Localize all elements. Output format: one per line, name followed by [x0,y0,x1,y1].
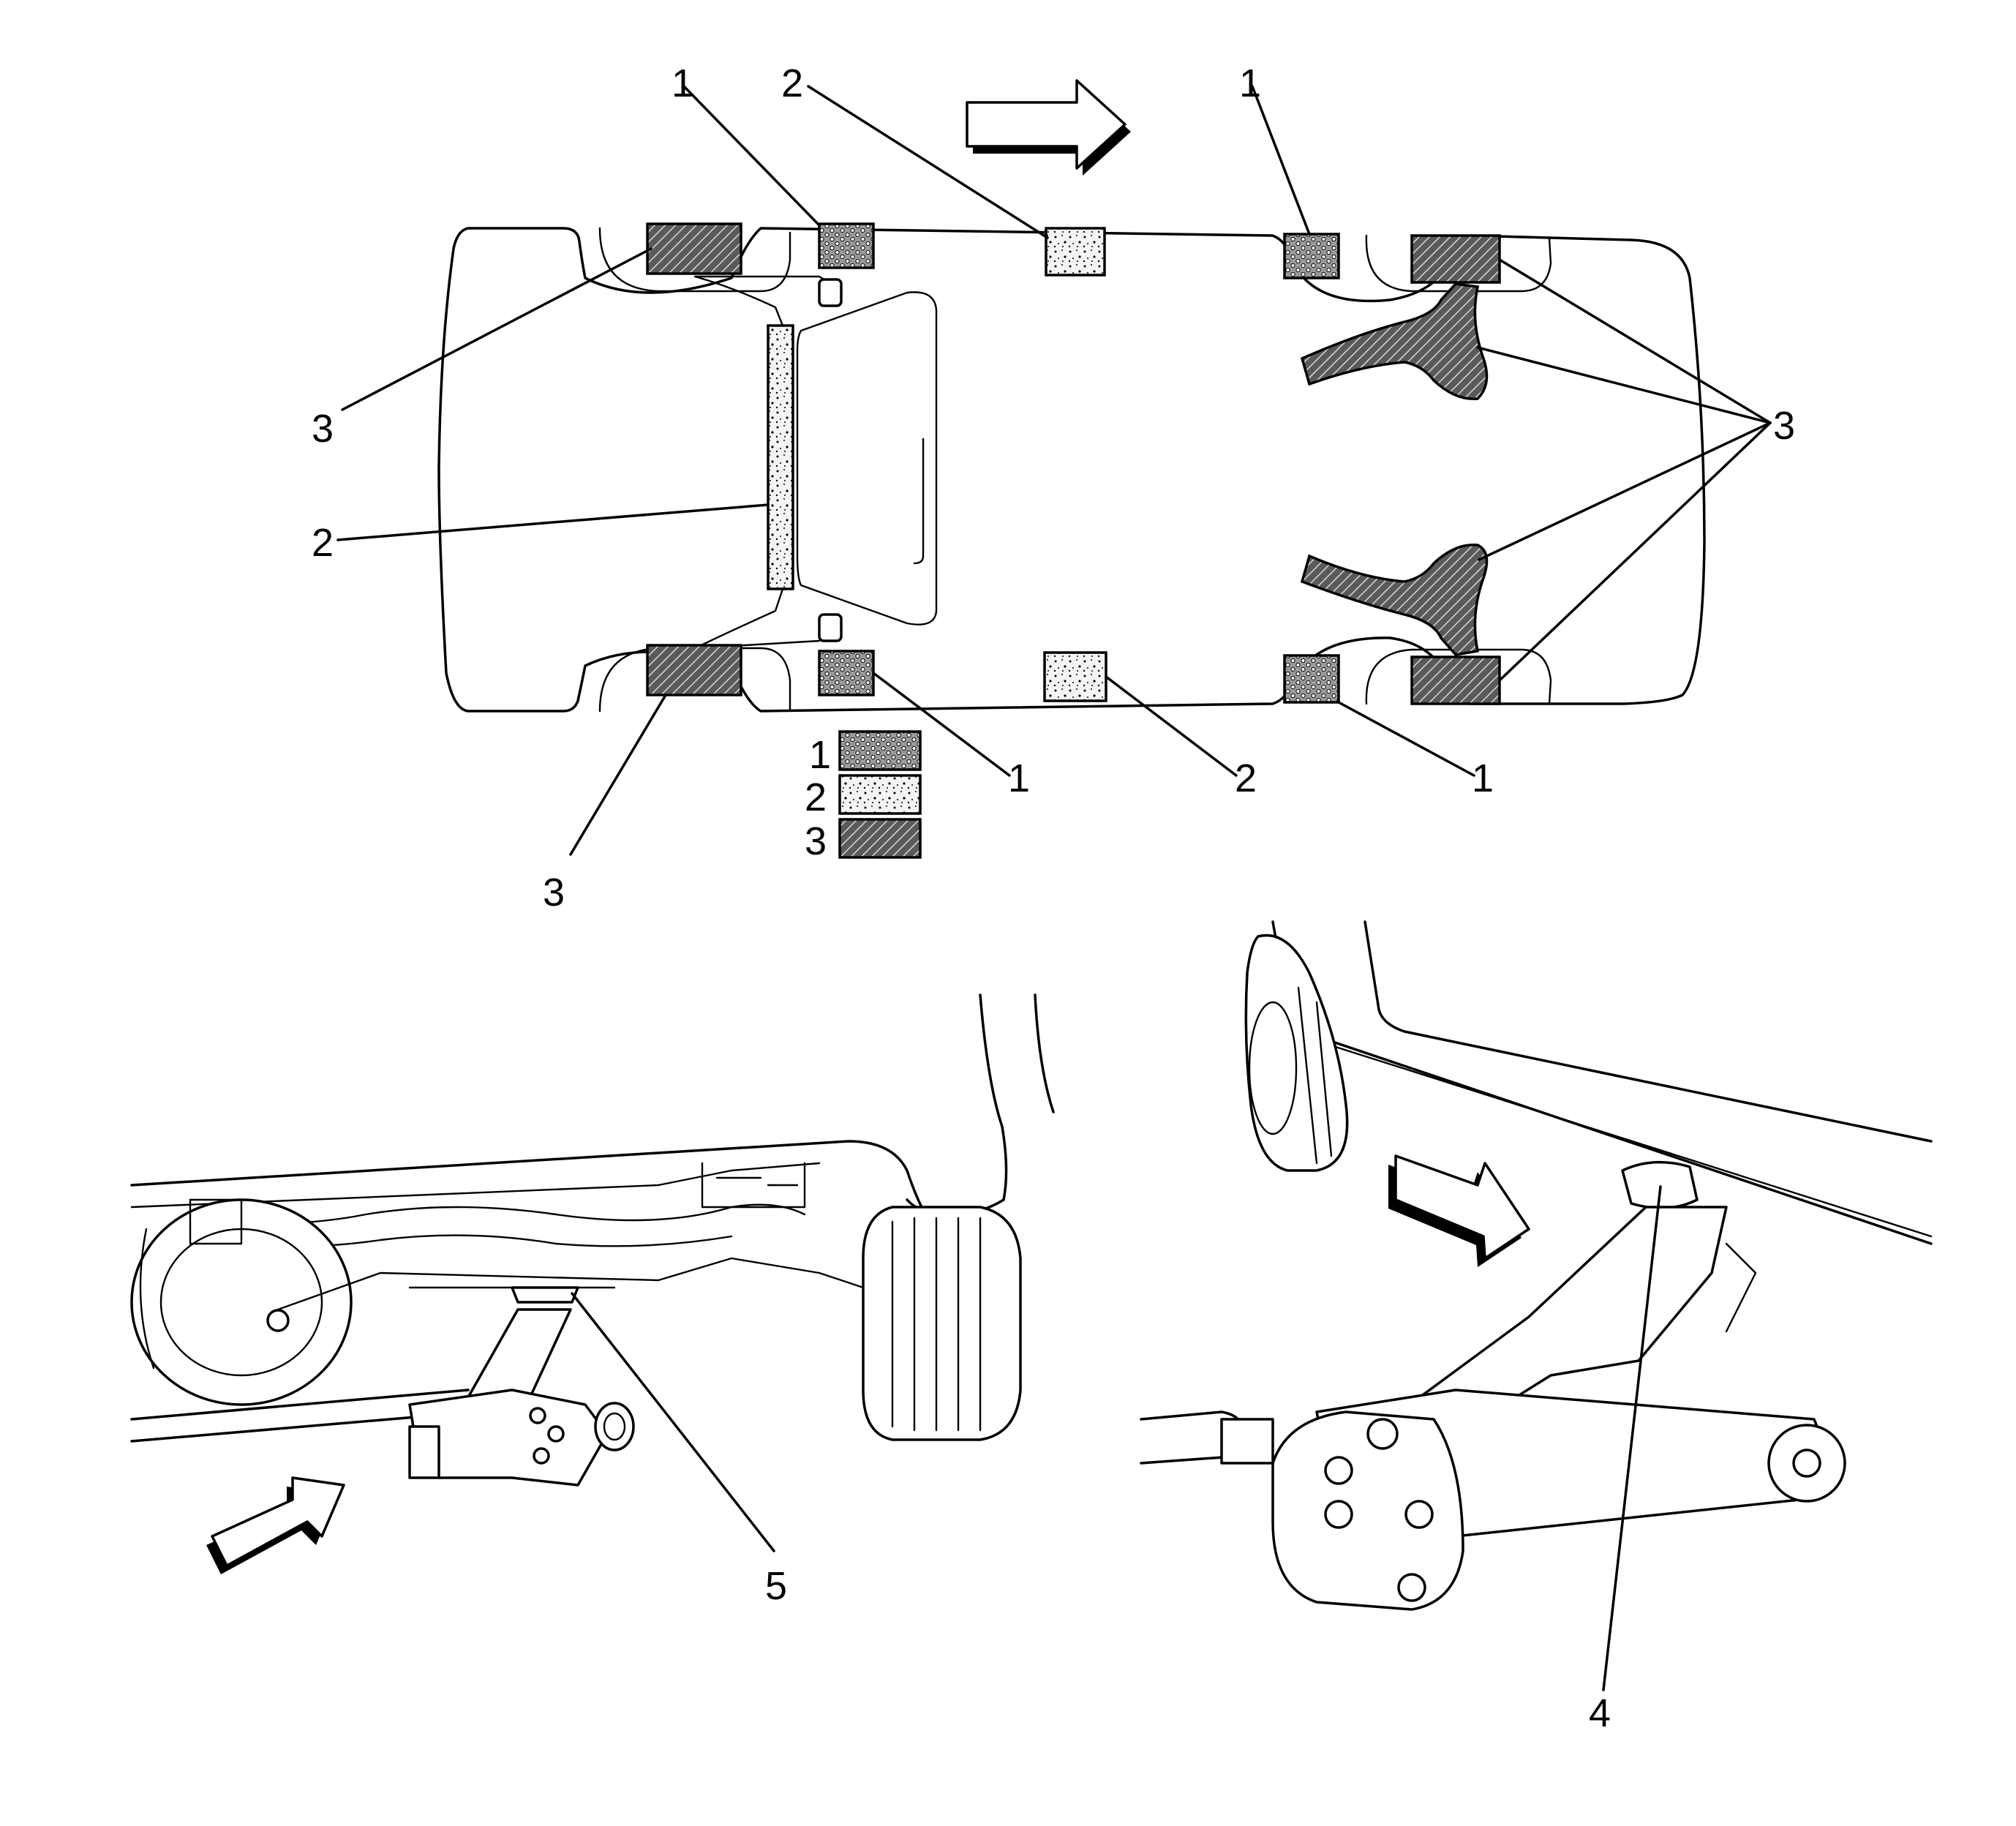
front-left-tire-pad-3 [646,222,742,275]
legend-key-1: 1 [809,733,831,777]
top-view-leaders [336,85,1772,856]
rear-right-tire-pad-3 [1410,655,1501,705]
front-right-tire-pad-3 [646,644,742,696]
arrow-down-right-icon [1388,1154,1530,1267]
front-crossmember-pad-2 [767,324,794,590]
vehicle-body-outline [437,227,1706,713]
callout-top-2-center: 2 [781,61,803,105]
callout-1-bottom-rear: 1 [1472,756,1494,800]
front-right-rocker-pad-1 [818,650,875,696]
pattern-legend: 1 2 3 [805,730,922,863]
callout-top-1-left: 1 [672,61,693,105]
legend-swatch-hatch [838,818,922,859]
callout-3-bottom-left: 3 [543,871,565,914]
arrow-up-right-icon [206,1476,345,1574]
rear-left-rocker-pad-1 [1283,233,1340,279]
callout-jack-point-5: 5 [765,1564,787,1608]
callout-3-right: 3 [1773,404,1795,448]
callout-2-bottom-center: 2 [1235,756,1257,800]
legend-key-3: 3 [805,819,827,863]
rear-right-rocker-pad-1 [1283,654,1340,704]
callout-1-bottom-front: 1 [1008,756,1030,800]
rear-lower-arm-3 [1300,543,1489,656]
callout-3-left-upper: 3 [312,407,334,451]
callout-jack-point-4: 4 [1589,1691,1611,1735]
legend-swatch-speckle [838,774,922,815]
rear-left-tire-pad-3 [1410,234,1501,284]
callout-top-1-right: 1 [1239,61,1261,105]
front-jack-view [130,993,1055,1552]
front-left-rocker-pad-1 [818,222,875,269]
arrow-right-icon [966,79,1131,176]
side-jack-view [1140,920,1933,1691]
legend-swatch-hex [838,730,922,771]
center-right-frame-pad-2 [1043,651,1107,702]
vehicle-top-view [437,222,1706,713]
rear-upper-arm-3 [1300,282,1489,401]
center-left-frame-pad-2 [1045,227,1106,277]
legend-key-2: 2 [805,775,827,819]
callout-2-left: 2 [312,521,334,565]
